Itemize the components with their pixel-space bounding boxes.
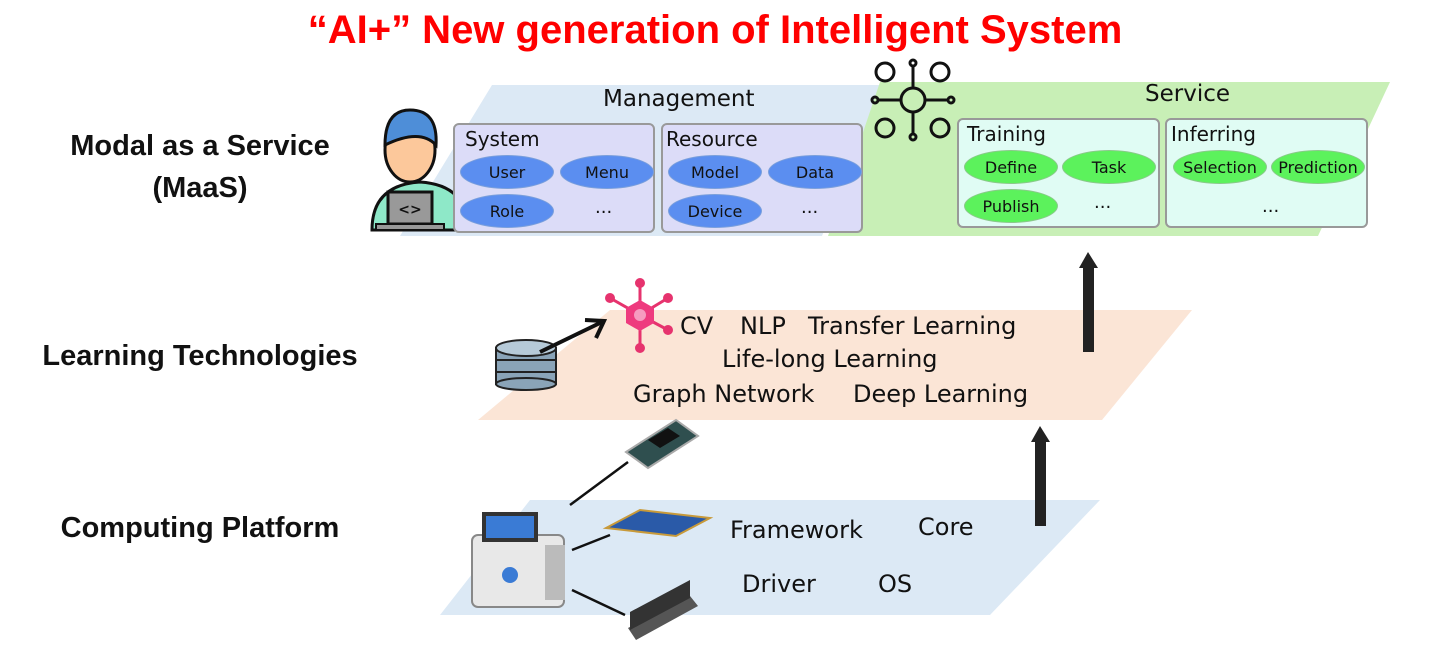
inferring-title: Inferring — [1171, 122, 1256, 146]
platform-framework: Framework — [730, 516, 863, 544]
training-box: Training Define Task Publish ... — [957, 118, 1160, 228]
connector-lines — [569, 460, 629, 617]
tech-cv: CV — [680, 312, 714, 340]
pill-device[interactable]: Device — [668, 194, 762, 228]
up-arrow-icon — [1031, 426, 1050, 526]
inferring-box: Inferring Selection Prediction ... — [1165, 118, 1368, 228]
platform-core: Core — [918, 513, 974, 541]
pill-data[interactable]: Data — [768, 155, 862, 189]
layer-label-maas-abbr: (MaaS) — [152, 172, 248, 204]
neural-hub-icon — [605, 278, 673, 353]
circuit-board-icon — [602, 508, 714, 538]
pill-menu[interactable]: Menu — [560, 155, 654, 189]
gpu-module-icon — [624, 418, 700, 470]
platform-os: OS — [878, 570, 913, 598]
tech-lifelong-learning: Life-long Learning — [722, 345, 938, 373]
tech-graph-network: Graph Network — [633, 380, 815, 408]
pill-user[interactable]: User — [460, 155, 554, 189]
more-ellipsis: ... — [1094, 192, 1112, 213]
pill-publish[interactable]: Publish — [964, 189, 1058, 223]
svg-text:<>: <> — [398, 202, 421, 218]
layer-label-computing: Computing Platform — [60, 512, 340, 544]
pill-model[interactable]: Model — [668, 155, 762, 189]
pill-selection[interactable]: Selection — [1173, 150, 1267, 184]
system-title: System — [465, 127, 540, 151]
platform-driver: Driver — [742, 570, 816, 598]
tech-transfer-learning: Transfer Learning — [808, 312, 1017, 340]
training-title: Training — [967, 122, 1046, 146]
learning-plane — [478, 310, 1192, 420]
layer-label-maas: Modal as a Service — [70, 130, 330, 162]
heatsink-card-icon — [628, 580, 698, 640]
pill-role[interactable]: Role — [460, 194, 554, 228]
tech-nlp: NLP — [740, 312, 786, 340]
more-ellipsis: ... — [1262, 196, 1280, 217]
edge-device-icon — [471, 512, 565, 608]
management-title: Management — [603, 86, 755, 112]
database-icon — [495, 339, 557, 391]
up-arrow-icon — [1079, 252, 1098, 352]
page-title: “AI+” New generation of Intelligent Syst… — [307, 8, 1123, 52]
more-ellipsis: ... — [595, 197, 613, 218]
layer-label-learning: Learning Technologies — [42, 340, 358, 372]
pill-define[interactable]: Define — [964, 150, 1058, 184]
pill-prediction[interactable]: Prediction — [1271, 150, 1365, 184]
developer-avatar-icon: <> — [370, 108, 470, 232]
pill-task[interactable]: Task — [1062, 150, 1156, 184]
service-title: Service — [1145, 81, 1231, 107]
tech-deep-learning: Deep Learning — [853, 380, 1029, 408]
gear-network-icon — [870, 58, 956, 142]
system-box: System User Menu Role ... — [453, 123, 655, 233]
more-ellipsis: ... — [801, 197, 819, 218]
resource-box: Resource Model Data Device ... — [661, 123, 863, 233]
data-flow-arrow — [539, 318, 608, 354]
resource-title: Resource — [666, 127, 758, 151]
